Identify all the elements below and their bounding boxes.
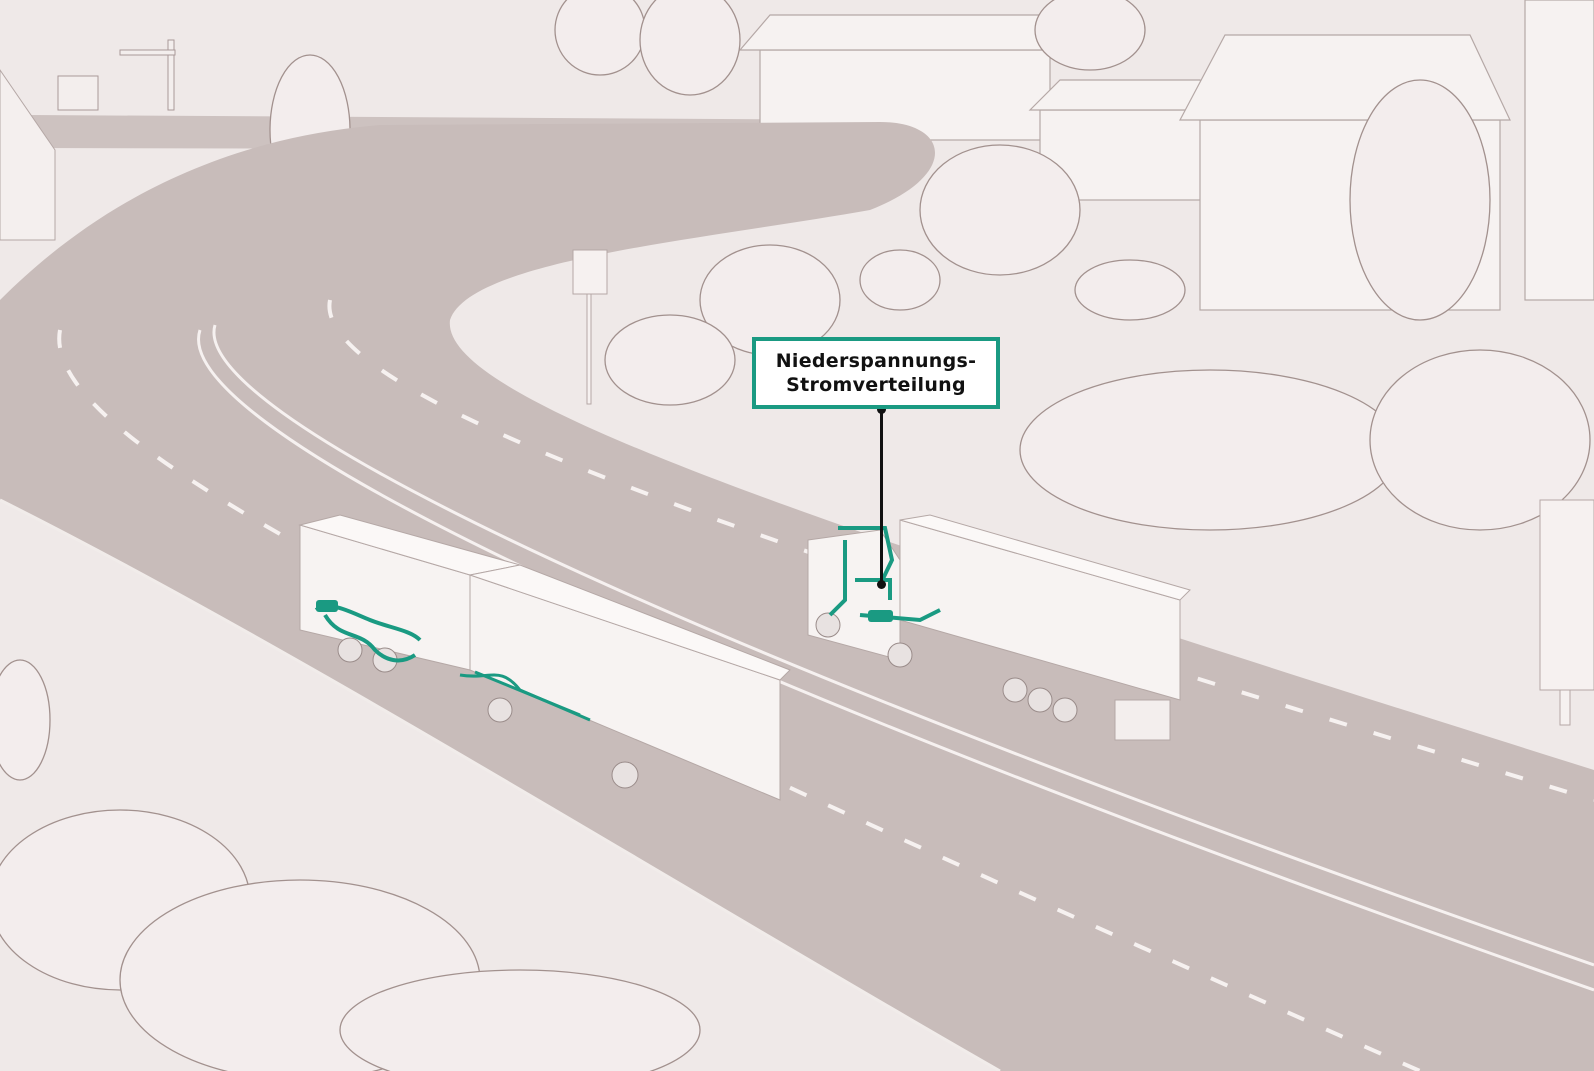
bus-stop-icon [57, 75, 99, 111]
callout-line-1: Niederspannungs- [775, 350, 977, 372]
callout-line-2: Stromverteilung [786, 374, 966, 396]
leader-dot-top [877, 405, 886, 414]
road-sign-icon [572, 249, 608, 405]
traffic-light-icon [119, 39, 176, 111]
direction-sign-icon [1539, 499, 1594, 726]
truck-icon [807, 514, 1191, 741]
callout-label-box: Niederspannungs- Stromverteilung [752, 337, 1000, 409]
callout-leader-line [880, 409, 883, 585]
bus-icon [298, 514, 791, 801]
road [0, 122, 1594, 1071]
leader-dot-target [877, 580, 886, 589]
